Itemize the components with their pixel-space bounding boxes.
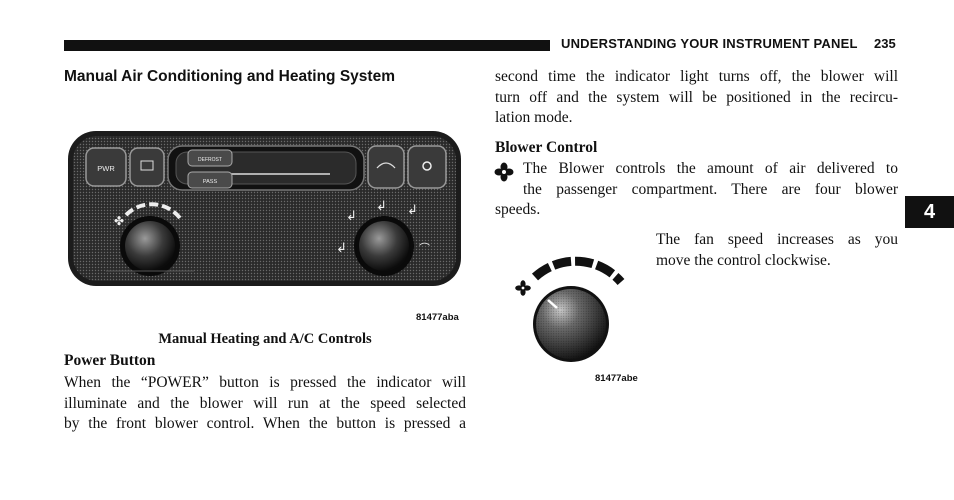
svg-text:⌒: ⌒ bbox=[419, 242, 430, 255]
fan-icon-small: ✤ bbox=[114, 214, 124, 228]
svg-text:↲: ↲ bbox=[376, 198, 387, 213]
figure1-code: 81477aba bbox=[416, 312, 459, 323]
chapter-tab: 4 bbox=[905, 196, 954, 228]
page-number: 235 bbox=[874, 36, 896, 51]
text-line: the passenger compartment. There are fou… bbox=[523, 180, 898, 198]
svg-text:↲: ↲ bbox=[346, 208, 357, 223]
figure-blower-knob: 81477abe bbox=[505, 255, 645, 387]
text-line: When the “POWER” button is pressed the i… bbox=[64, 374, 466, 391]
running-header: UNDERSTANDING YOUR INSTRUMENT PANEL bbox=[561, 36, 858, 51]
text-line: by the front blower control. When the bu… bbox=[64, 415, 466, 432]
pass-label: PASS bbox=[203, 179, 218, 185]
power-button-heading: Power Button bbox=[64, 352, 156, 369]
text-line: turn off and the system will be position… bbox=[495, 88, 898, 106]
text-line: speeds. bbox=[495, 201, 541, 218]
text-line: second time the indicator light turns of… bbox=[495, 68, 898, 85]
svg-text:↲: ↲ bbox=[407, 202, 418, 217]
svg-text:↲: ↲ bbox=[336, 240, 347, 255]
hvac-panel-illustration: PWR DEFROST PASS ✤ ↲ ↲ ↲ ↲ ⌒ bbox=[68, 131, 461, 286]
text-line: The Blower controls the amount of air de… bbox=[523, 160, 898, 177]
text-line: The fan speed increases as you bbox=[656, 231, 898, 248]
figure2-code: 81477abe bbox=[595, 373, 638, 384]
text-line: lation mode. bbox=[495, 109, 573, 126]
blower-control-heading: Blower Control bbox=[495, 139, 598, 156]
header-rule bbox=[64, 40, 550, 51]
figure-hvac-controls: PWR DEFROST PASS ✤ ↲ ↲ ↲ ↲ ⌒ 81477aba bbox=[64, 128, 466, 328]
defrost-label: DEFROST bbox=[198, 157, 222, 163]
blower-control-text-2: speeds. bbox=[495, 200, 695, 221]
figure1-caption: Manual Heating and A/C Controls bbox=[158, 331, 372, 347]
section-title: Manual Air Conditioning and Heating Syst… bbox=[64, 68, 395, 85]
text-line: illuminate and the blower will run at th… bbox=[64, 394, 466, 412]
pwr-label: PWR bbox=[97, 164, 115, 173]
blower-knob-illustration bbox=[515, 256, 625, 362]
blower-control-text-1: The Blower controls the amount of air de… bbox=[523, 159, 898, 200]
fan-icon bbox=[494, 162, 514, 182]
power-button-text: When the “POWER” button is pressed the i… bbox=[64, 373, 466, 435]
text-line: move the control clockwise. bbox=[656, 251, 831, 269]
continuation-text: second time the indicator light turns of… bbox=[495, 67, 898, 129]
fan-speed-text: The fan speed increases as you move the … bbox=[656, 230, 898, 271]
